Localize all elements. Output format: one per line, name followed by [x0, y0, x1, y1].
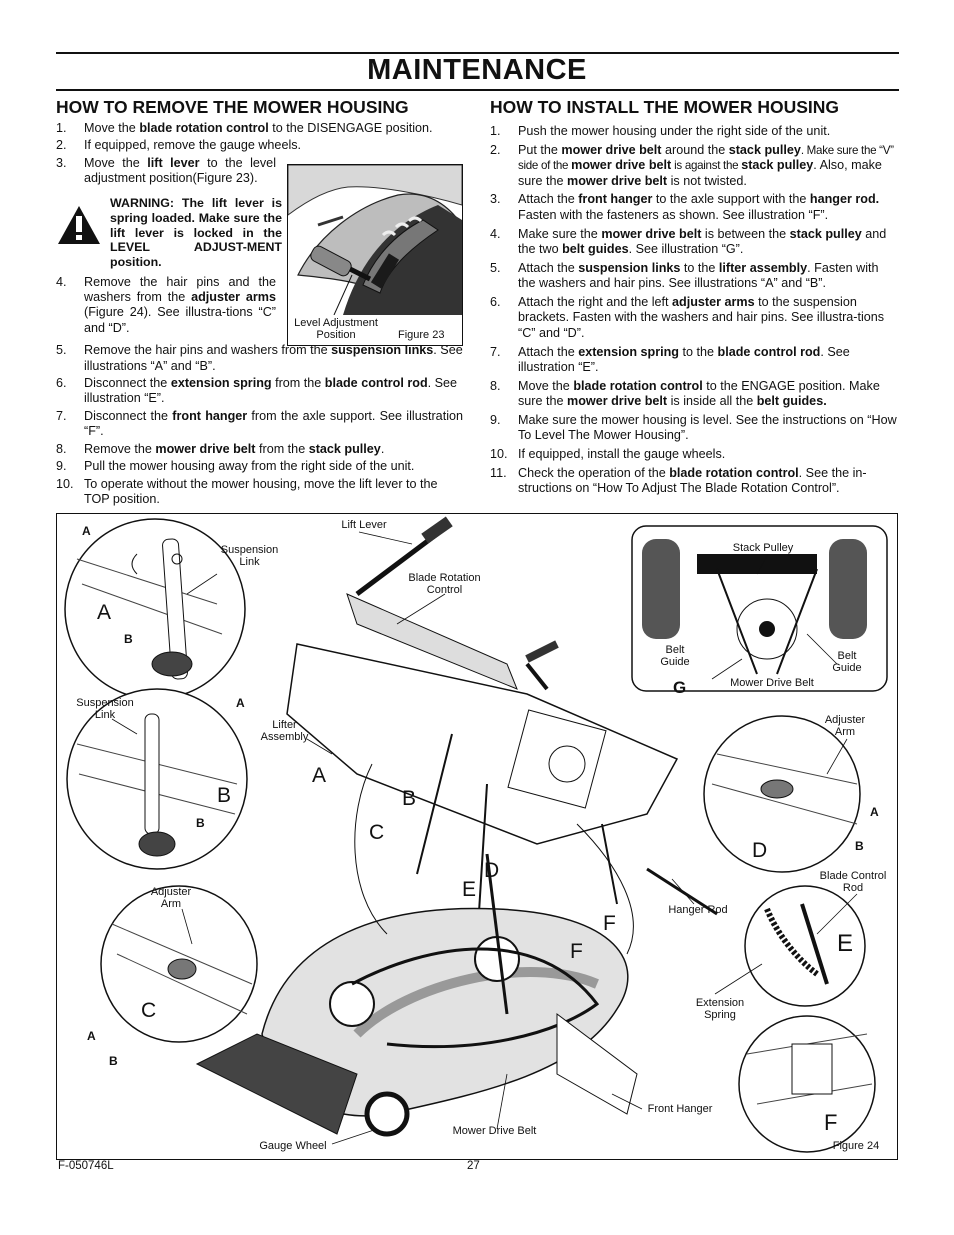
lift-lever-label: Lift Lever — [341, 519, 387, 531]
gauge-wheel-label: Gauge Wheel — [259, 1140, 327, 1152]
mower-drive-belt-label-g: Mower Drive Belt — [730, 677, 814, 689]
letter-a-big: A — [97, 601, 112, 624]
list-item: 1.Push the mower housing under the right… — [490, 124, 831, 138]
suspension-link-label-b: Suspension Link — [76, 697, 134, 721]
suspension-link-label-a: Suspension Link — [220, 544, 279, 568]
letter-f-big: F — [824, 1110, 838, 1135]
title-rule — [56, 89, 899, 91]
leader-lines — [111, 531, 858, 1145]
blade-rotation-control-label: Blade Rotation Control — [408, 572, 481, 596]
list-item: 9.Make sure the mower housing is level. … — [490, 413, 897, 443]
front-hanger-label: Front Hanger — [647, 1103, 713, 1115]
list-item: 2.If equipped, remove the gauge wheels. — [56, 138, 302, 153]
letter-b-main: B — [402, 787, 417, 810]
install-steps: 1.Push the mower housing under the right… — [490, 124, 898, 500]
remove-heading: HOW TO REMOVE THE MOWER HOUSING — [56, 97, 409, 117]
letter-b-small-2: B — [196, 816, 205, 830]
letter-f-main-1: F — [603, 912, 616, 935]
lift-lever-illustration — [287, 164, 463, 316]
inset-d — [703, 715, 861, 873]
letter-a-small-3: A — [87, 1029, 96, 1043]
list-item: 8.Remove the mower drive belt from the s… — [56, 441, 385, 456]
figure-24-caption: Figure 24 — [832, 1140, 880, 1152]
letter-a-small: A — [82, 524, 91, 538]
list-item: 7.Attach the extension spring to the bla… — [490, 344, 850, 375]
list-item: 11.Check the operation of the blade rota… — [490, 466, 867, 496]
list-item: 3.Move the lift lever to the level adjus… — [56, 155, 276, 186]
page-number: 27 — [467, 1160, 480, 1172]
letter-b-small-3: B — [109, 1054, 118, 1068]
install-heading: HOW TO INSTALL THE MOWER HOUSING — [490, 97, 840, 117]
blade-control-rod-label: Blade Control Rod — [819, 870, 887, 894]
adjuster-arm-label-d: Adjuster Arm — [824, 714, 866, 738]
list-item: 10.If equipped, install the gauge wheels… — [490, 447, 726, 462]
belt-guide-label-right: Belt Guide — [832, 650, 862, 674]
inset-b — [66, 688, 248, 870]
inset-f — [738, 1015, 876, 1153]
list-item: 9.Pull the mower housing away from the r… — [56, 459, 415, 474]
page-title: MAINTENANCE — [367, 54, 587, 86]
list-item: 10.To operate without the mower housing,… — [56, 476, 438, 506]
list-item: 4.Remove the hair pins and the washers f… — [56, 274, 276, 335]
figure-23-caption: Figure 23 — [398, 329, 445, 341]
letter-d-main: D — [484, 859, 500, 882]
remove-steps: 1.Move the blade rotation control to the… — [56, 121, 463, 509]
adjuster-arm-label-c: Adjuster Arm — [150, 886, 192, 910]
list-item: 3.Attach the front hanger to the axle su… — [490, 192, 880, 222]
letter-d-big: D — [752, 839, 768, 862]
hanger-rod-label: Hanger Rod — [668, 904, 728, 916]
main-assembly — [195, 516, 718, 1137]
warning-text: WARNING: The lift lever is spring loaded… — [110, 196, 282, 270]
mower-drive-belt-label: Mower Drive Belt — [452, 1125, 537, 1137]
inset-c — [100, 885, 258, 1043]
stack-pulley-label: Stack Pulley — [725, 542, 801, 554]
list-item: 4.Make sure the mower drive belt is betw… — [490, 226, 887, 257]
letter-a-small-2: A — [236, 696, 245, 710]
list-item: 6.Disconnect the extension spring from t… — [56, 376, 458, 406]
mower-exploded-illustration — [64, 516, 888, 1153]
list-item: 5.Remove the hair pins and washers from … — [56, 343, 463, 373]
list-item: 2.Put the mower drive belt around the st… — [490, 142, 894, 188]
top-rule — [56, 52, 899, 54]
letter-f-main-2: F — [570, 940, 583, 963]
document-code: F-050746L — [58, 1160, 114, 1172]
extension-spring-label: Extension Spring — [695, 997, 745, 1021]
letter-g: G — [673, 678, 687, 697]
figure-24: A A B Suspension Link Lift Lever Blade R… — [56, 513, 898, 1160]
list-item: 1.Move the blade rotation control to the… — [56, 121, 433, 135]
warning-block: WARNING: The lift lever is spring loaded… — [56, 196, 282, 270]
letter-e-main: E — [462, 878, 477, 901]
list-item: 5.Attach the suspension links to the lif… — [490, 260, 879, 291]
list-item: 6.Attach the right and the left adjuster… — [490, 295, 885, 340]
letter-a-small-4: A — [870, 805, 879, 819]
list-item: 7.Disconnect the front hanger from the a… — [56, 408, 463, 439]
letter-b-small-4: B — [855, 839, 864, 853]
letter-b-small: B — [124, 632, 133, 646]
letter-c-big: C — [141, 999, 157, 1022]
list-item: 8.Move the blade rotation control to the… — [490, 378, 880, 409]
lifter-assembly-label: Lifter Assembly — [260, 719, 309, 743]
warning-icon — [58, 206, 100, 244]
belt-guide-label-left: Belt Guide — [660, 644, 690, 668]
letter-e-big: E — [837, 930, 854, 957]
letter-c-main: C — [369, 821, 385, 844]
letter-b-big: B — [217, 784, 232, 807]
letter-a-main: A — [312, 764, 327, 787]
